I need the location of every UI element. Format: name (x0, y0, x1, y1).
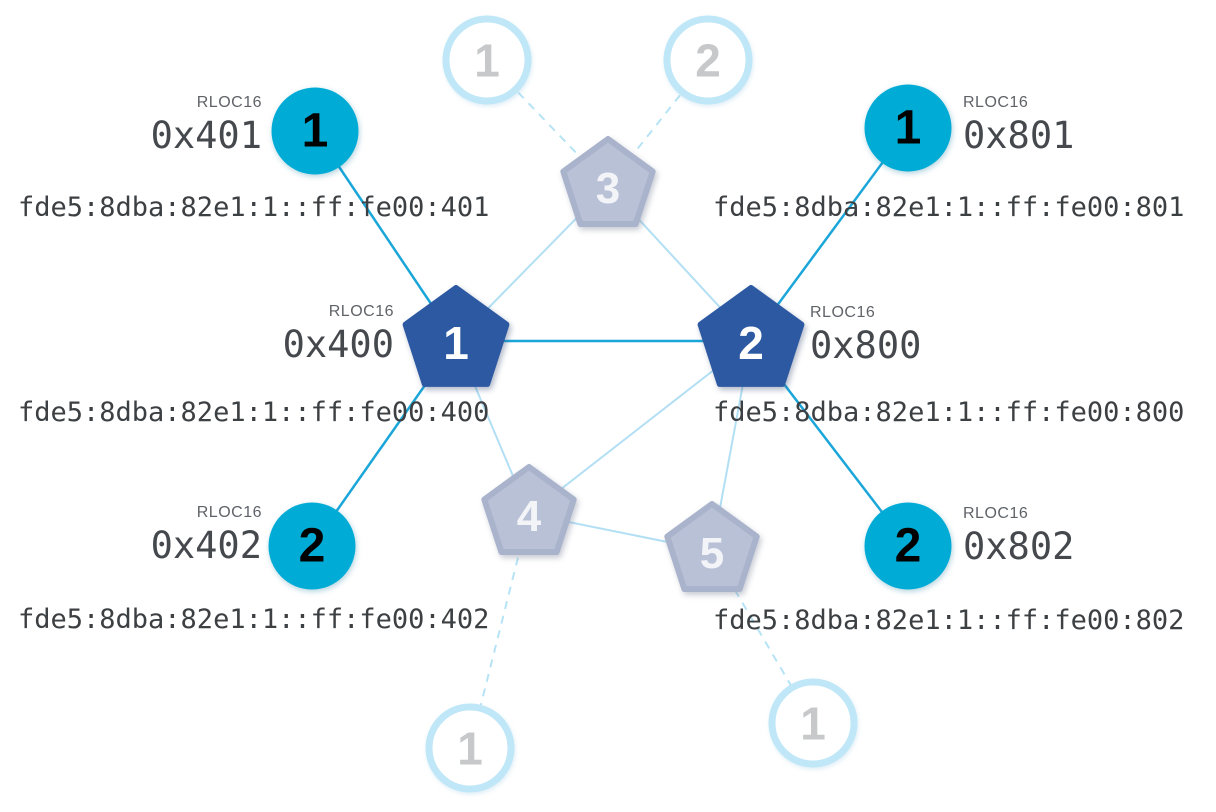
link-ghosttop2-router3 (607, 59, 709, 187)
ghost-node-top1-number: 1 (474, 34, 500, 86)
child-node-802[interactable]: 2 (865, 503, 952, 590)
rloc16-label: RLOC16 (963, 94, 1029, 111)
ghost-node-bottomleft-shape (425, 703, 515, 793)
ghost-node-bottomright-number: 1 (800, 697, 826, 749)
router-node-1[interactable]: 1 (404, 288, 508, 388)
ipv6-address-802: fde5:8dba:82e1:1::ff:fe00:802 (713, 605, 1185, 636)
ghost-node-bottomleft-number: 1 (457, 722, 483, 774)
router-node-3-shape (560, 136, 656, 227)
router-node-2[interactable]: 2 (699, 288, 803, 388)
child-node-802-number: 2 (894, 519, 922, 573)
rloc-block-802: RLOC16 0x802 (963, 505, 1074, 568)
rloc16-value: 0x800 (810, 324, 922, 367)
rloc16-label: RLOC16 (196, 504, 262, 521)
ipv6-address-401: fde5:8dba:82e1:1::ff:fe00:401 (18, 192, 490, 223)
child-node-401[interactable]: 1 (272, 88, 359, 175)
ghost-node-bottomright[interactable]: 1 (769, 679, 858, 768)
child-node-802-shape (864, 502, 952, 590)
rloc16-value: 0x400 (282, 323, 394, 366)
router-node-4-number: 4 (516, 492, 542, 541)
child-node-402-number: 2 (298, 519, 326, 573)
ipv6-address-402: fde5:8dba:82e1:1::ff:fe00:402 (18, 604, 490, 635)
router-node-1-number: 1 (443, 317, 469, 369)
ghost-node-top1[interactable]: 1 (443, 16, 532, 105)
rloc-block-401: RLOC16 0x401 (151, 94, 262, 157)
router-node-3-number: 3 (595, 164, 621, 213)
rloc-block-402: RLOC16 0x402 (151, 504, 262, 567)
child-node-801-shape (864, 84, 952, 172)
rloc-block-800: RLOC16 0x800 (810, 304, 921, 367)
rloc16-label: RLOC16 (963, 505, 1029, 522)
router-node-4[interactable]: 4 (483, 468, 575, 556)
ipv6-address-800: fde5:8dba:82e1:1::ff:fe00:800 (713, 397, 1185, 428)
ipv6-address-801: fde5:8dba:82e1:1::ff:fe00:801 (713, 192, 1185, 223)
router-node-4-shape (481, 464, 577, 555)
rloc16-value: 0x801 (963, 114, 1075, 157)
ghost-node-top2[interactable]: 2 (664, 16, 753, 105)
rloc16-label: RLOC16 (196, 94, 262, 111)
router-node-5-number: 5 (699, 529, 725, 578)
child-node-402-shape (268, 502, 356, 590)
child-node-401-shape (271, 87, 359, 175)
rloc16-value: 0x401 (150, 114, 262, 157)
router-node-5[interactable]: 5 (666, 505, 758, 593)
router-node-2-number: 2 (738, 317, 764, 369)
child-node-402[interactable]: 2 (269, 503, 356, 590)
router-node-3[interactable]: 3 (562, 140, 654, 228)
ghost-node-bottomright-shape (768, 678, 858, 768)
ghost-node-top1-shape (442, 15, 532, 105)
rloc16-value: 0x402 (150, 524, 262, 567)
ipv6-address-400: fde5:8dba:82e1:1::ff:fe00:400 (18, 397, 490, 428)
rloc16-label: RLOC16 (328, 303, 394, 320)
rloc16-label: RLOC16 (810, 304, 876, 321)
child-node-401-number: 1 (301, 104, 329, 158)
rloc-block-801: RLOC16 0x801 (963, 94, 1074, 157)
router-node-1-shape (402, 285, 510, 387)
router-node-2-shape (697, 285, 805, 387)
ghost-node-bottomleft[interactable]: 1 (426, 704, 515, 793)
rloc16-value: 0x802 (963, 525, 1075, 568)
rloc-block-400: RLOC16 0x400 (283, 303, 394, 366)
child-node-801[interactable]: 1 (865, 85, 952, 172)
child-node-801-number: 1 (894, 101, 922, 155)
router-node-5-shape (664, 501, 760, 592)
ghost-node-top2-number: 2 (695, 34, 721, 86)
ghost-node-top2-shape (663, 15, 753, 105)
